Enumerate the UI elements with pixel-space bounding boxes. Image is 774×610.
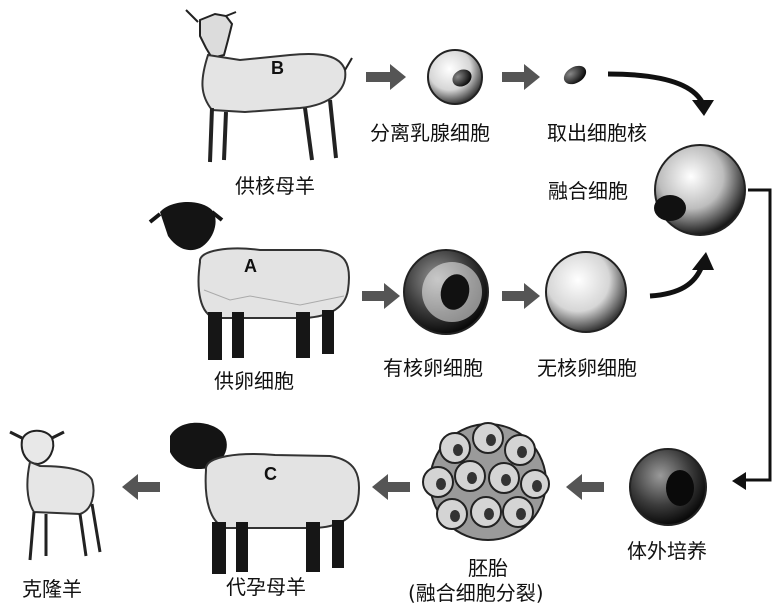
arrow-surrogate-to-lamb xyxy=(122,474,160,500)
cloned-lamb xyxy=(10,431,100,560)
label-nucleated-egg: 有核卵细胞 xyxy=(383,356,483,380)
label-embryo: 胚胎 xyxy=(468,556,508,580)
sheep-letter-a: A xyxy=(244,256,257,276)
label-embryo-note: (融合细胞分裂) xyxy=(408,581,544,605)
sheep-letter-c: C xyxy=(264,464,277,484)
label-enucleated-egg: 无核卵细胞 xyxy=(537,356,637,380)
label-egg-donor: 供卵细胞 xyxy=(214,369,294,393)
arrow-b-to-cell xyxy=(366,64,406,90)
arrow-culture-to-embryo xyxy=(566,474,604,500)
extracted-nucleus xyxy=(561,62,590,88)
arrow-fused-to-culture xyxy=(745,190,770,480)
donor-sheep-b xyxy=(186,10,352,162)
label-extract-nucleus: 取出细胞核 xyxy=(547,121,647,145)
arrow-cell-to-nucleus xyxy=(502,64,540,90)
arrow-a-to-egg xyxy=(362,283,400,309)
surrogate-sheep-c xyxy=(170,423,359,574)
label-fused-cell: 融合细胞 xyxy=(548,179,628,203)
label-donor-nucleus-sheep: 供核母羊 xyxy=(235,174,315,198)
arrow-nucleus-to-fused xyxy=(608,74,702,102)
embryo-cluster xyxy=(423,423,549,540)
cultured-cell xyxy=(630,449,706,525)
arrow-embryo-to-surrogate xyxy=(372,474,410,500)
sheep-letter-b: B xyxy=(271,58,284,78)
arrow-egg-to-enucleated xyxy=(502,283,540,309)
arrow-enucleated-to-fused xyxy=(650,266,702,296)
nucleated-egg-cell xyxy=(404,250,488,334)
egg-donor-sheep-a xyxy=(150,202,349,360)
label-in-vitro-culture: 体外培养 xyxy=(627,539,707,563)
mammary-cell xyxy=(428,50,482,104)
enucleated-egg-cell xyxy=(546,252,626,332)
label-surrogate-sheep: 代孕母羊 xyxy=(226,575,306,599)
label-isolate-mammary-cell: 分离乳腺细胞 xyxy=(370,121,490,145)
label-cloned-sheep: 克隆羊 xyxy=(22,577,82,601)
fused-cell xyxy=(654,145,745,235)
